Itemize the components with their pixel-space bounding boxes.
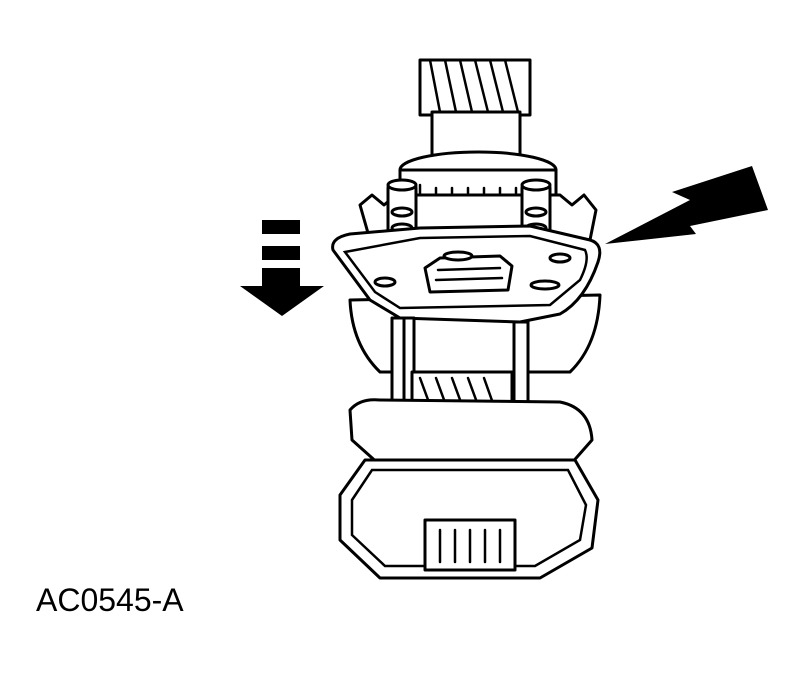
- input-shaft: [418, 58, 532, 164]
- figure-code: AC0545-A: [36, 582, 184, 618]
- pointer-arrow-icon: [605, 166, 768, 244]
- retainer-plate: [331, 224, 602, 324]
- base-fixture: [338, 458, 600, 580]
- down-arrow-icon: [240, 220, 324, 316]
